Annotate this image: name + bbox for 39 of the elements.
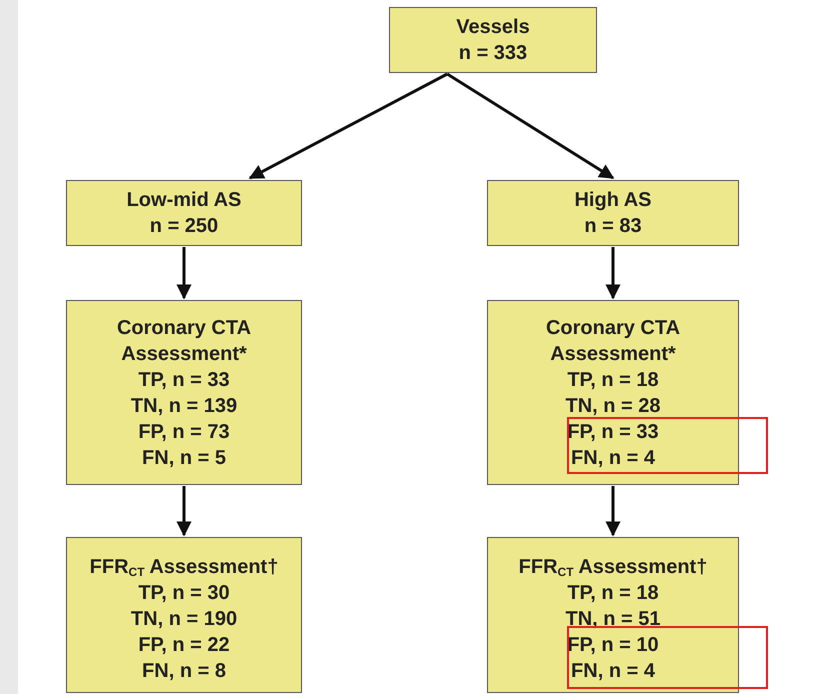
flow-box	[66, 300, 302, 485]
count-text: TN, n = 139	[130, 394, 238, 419]
count-text: FN, n = 5	[142, 446, 226, 471]
box-heading: FFR$_{CT}$ Assessment†	[518, 555, 708, 580]
arrow	[446, 72, 614, 180]
arrow	[606, 486, 620, 536]
count-text: TP, n = 18	[567, 368, 659, 393]
count-text: FP, n = 22	[138, 633, 230, 658]
count-text: TP, n = 30	[138, 581, 230, 606]
count-text: TP, n = 18	[567, 581, 659, 606]
arrow	[176, 247, 192, 300]
count-text: FP, n = 73	[138, 420, 230, 445]
arrow	[248, 72, 448, 180]
flow-box	[389, 7, 597, 73]
box-heading: Low-mid AS	[126, 188, 242, 213]
box-heading: Vessels	[456, 15, 530, 40]
flow-box	[66, 180, 302, 246]
count-text: FN, n = 8	[142, 659, 226, 684]
count-text: n = 250	[150, 214, 218, 239]
count-text: TN, n = 190	[130, 607, 238, 632]
arrow	[176, 486, 192, 536]
box-heading: Coronary CTA Assessment*	[544, 316, 682, 367]
count-text: FP, n = 33	[567, 420, 659, 445]
count-text: FP, n = 10	[567, 633, 659, 658]
box-heading: Coronary CTA Assessment*	[116, 316, 252, 367]
flow-box	[487, 300, 739, 485]
box-heading: FFR$_{CT}$ Assessment†	[90, 555, 278, 580]
count-text: TN, n = 51	[565, 607, 661, 632]
count-text: n = 333	[458, 41, 528, 66]
count-text: FN, n = 4	[571, 446, 655, 471]
count-text: TP, n = 33	[138, 368, 230, 393]
flow-box	[487, 537, 739, 693]
arrow	[606, 247, 620, 300]
flow-box	[66, 537, 302, 693]
flow-box	[487, 180, 739, 246]
box-heading: High AS	[574, 188, 652, 213]
count-text: TN, n = 28	[565, 394, 661, 419]
count-text: n = 83	[584, 214, 642, 239]
count-text: FN, n = 4	[571, 659, 655, 684]
